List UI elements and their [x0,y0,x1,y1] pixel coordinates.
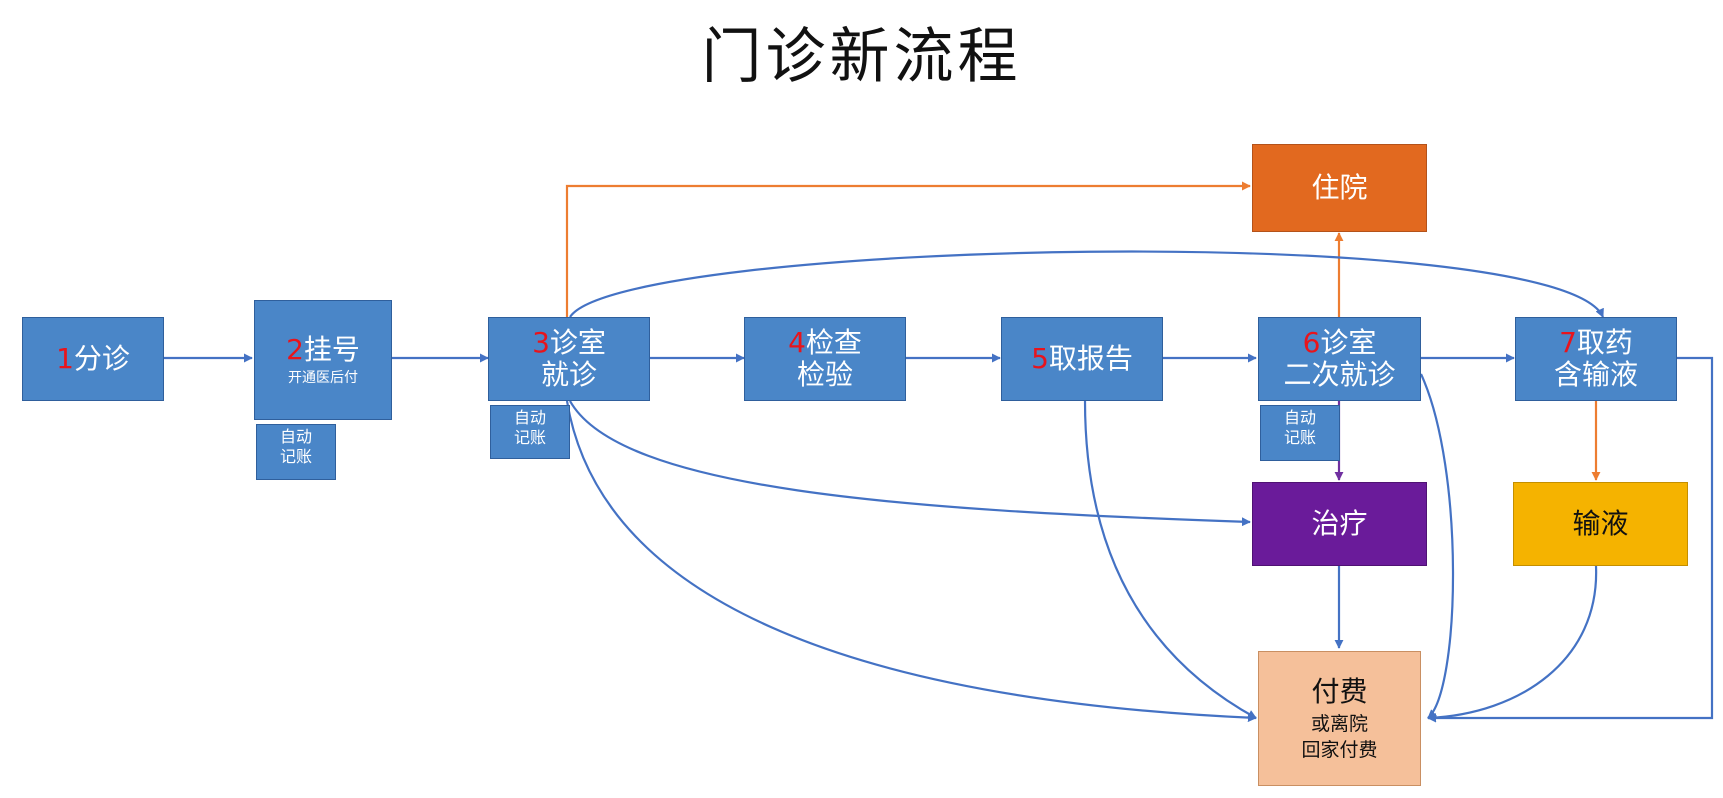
node-report: 5取报告 [1001,317,1163,401]
node-infusion: 输液 [1513,482,1688,566]
node-consult: 3诊室 就诊 [488,317,650,401]
step-number: 2 [286,332,304,366]
node-sublabel: 开通医后付 [288,370,358,387]
node-label-line3: 回家付费 [1301,738,1378,761]
node-label: 输液 [1572,506,1629,540]
node-label-line2: 就诊 [540,358,597,391]
arrow-pharmacy-to-payment [1427,356,1714,723]
node-payment: 付费 或离院 回家付费 [1258,651,1421,786]
arrow-infusion-to-payment [1427,565,1598,723]
node-pharmacy: 7取药 含输液 [1515,317,1677,401]
node-triage: 1分诊 [22,317,164,401]
auto-billing-tag: 自动 记账 [1260,405,1340,461]
auto-billing-tag: 自动 记账 [256,424,336,480]
node-label: 付费 [1311,674,1368,708]
node-label: 诊室 [1320,325,1377,359]
step-number: 1 [56,341,74,375]
arrow-consult-to-treatment [569,400,1251,527]
step-number: 3 [532,325,550,359]
node-label-line2: 检验 [796,358,853,391]
diagram-title: 门诊新流程 [701,22,1022,92]
step-number: 5 [1031,341,1049,375]
step-number: 4 [788,325,806,359]
node-label-line2: 含输液 [1553,358,1638,391]
node-label: 分诊 [73,341,130,375]
arrow-consult-to-pharmacy [569,250,1605,318]
node-treatment: 治疗 [1252,482,1427,566]
node-label-line2: 或离院 [1310,712,1368,735]
node-label: 取药 [1576,325,1633,359]
node-label-line2: 二次就诊 [1283,358,1396,391]
arrow-consult-to-payment [565,400,1257,723]
arrow-report-to-payment [1083,400,1257,719]
auto-billing-tag: 自动 记账 [490,405,570,459]
node-hospital: 住院 [1252,144,1427,232]
node-label: 取报告 [1048,341,1133,375]
node-register: 2挂号 开通医后付 [254,300,392,420]
node-revisit: 6诊室 二次就诊 [1258,317,1421,401]
step-number: 6 [1302,325,1321,359]
node-label: 挂号 [303,332,360,366]
node-label: 诊室 [549,325,606,359]
node-label: 检查 [805,325,862,359]
node-exam: 4检查 检验 [744,317,906,401]
node-label: 治疗 [1311,506,1368,540]
arrow-revisit-to-payment [1419,373,1455,719]
node-label: 住院 [1311,170,1368,204]
arrow-consult-to-hospital [565,181,1251,317]
step-number: 7 [1559,325,1577,359]
